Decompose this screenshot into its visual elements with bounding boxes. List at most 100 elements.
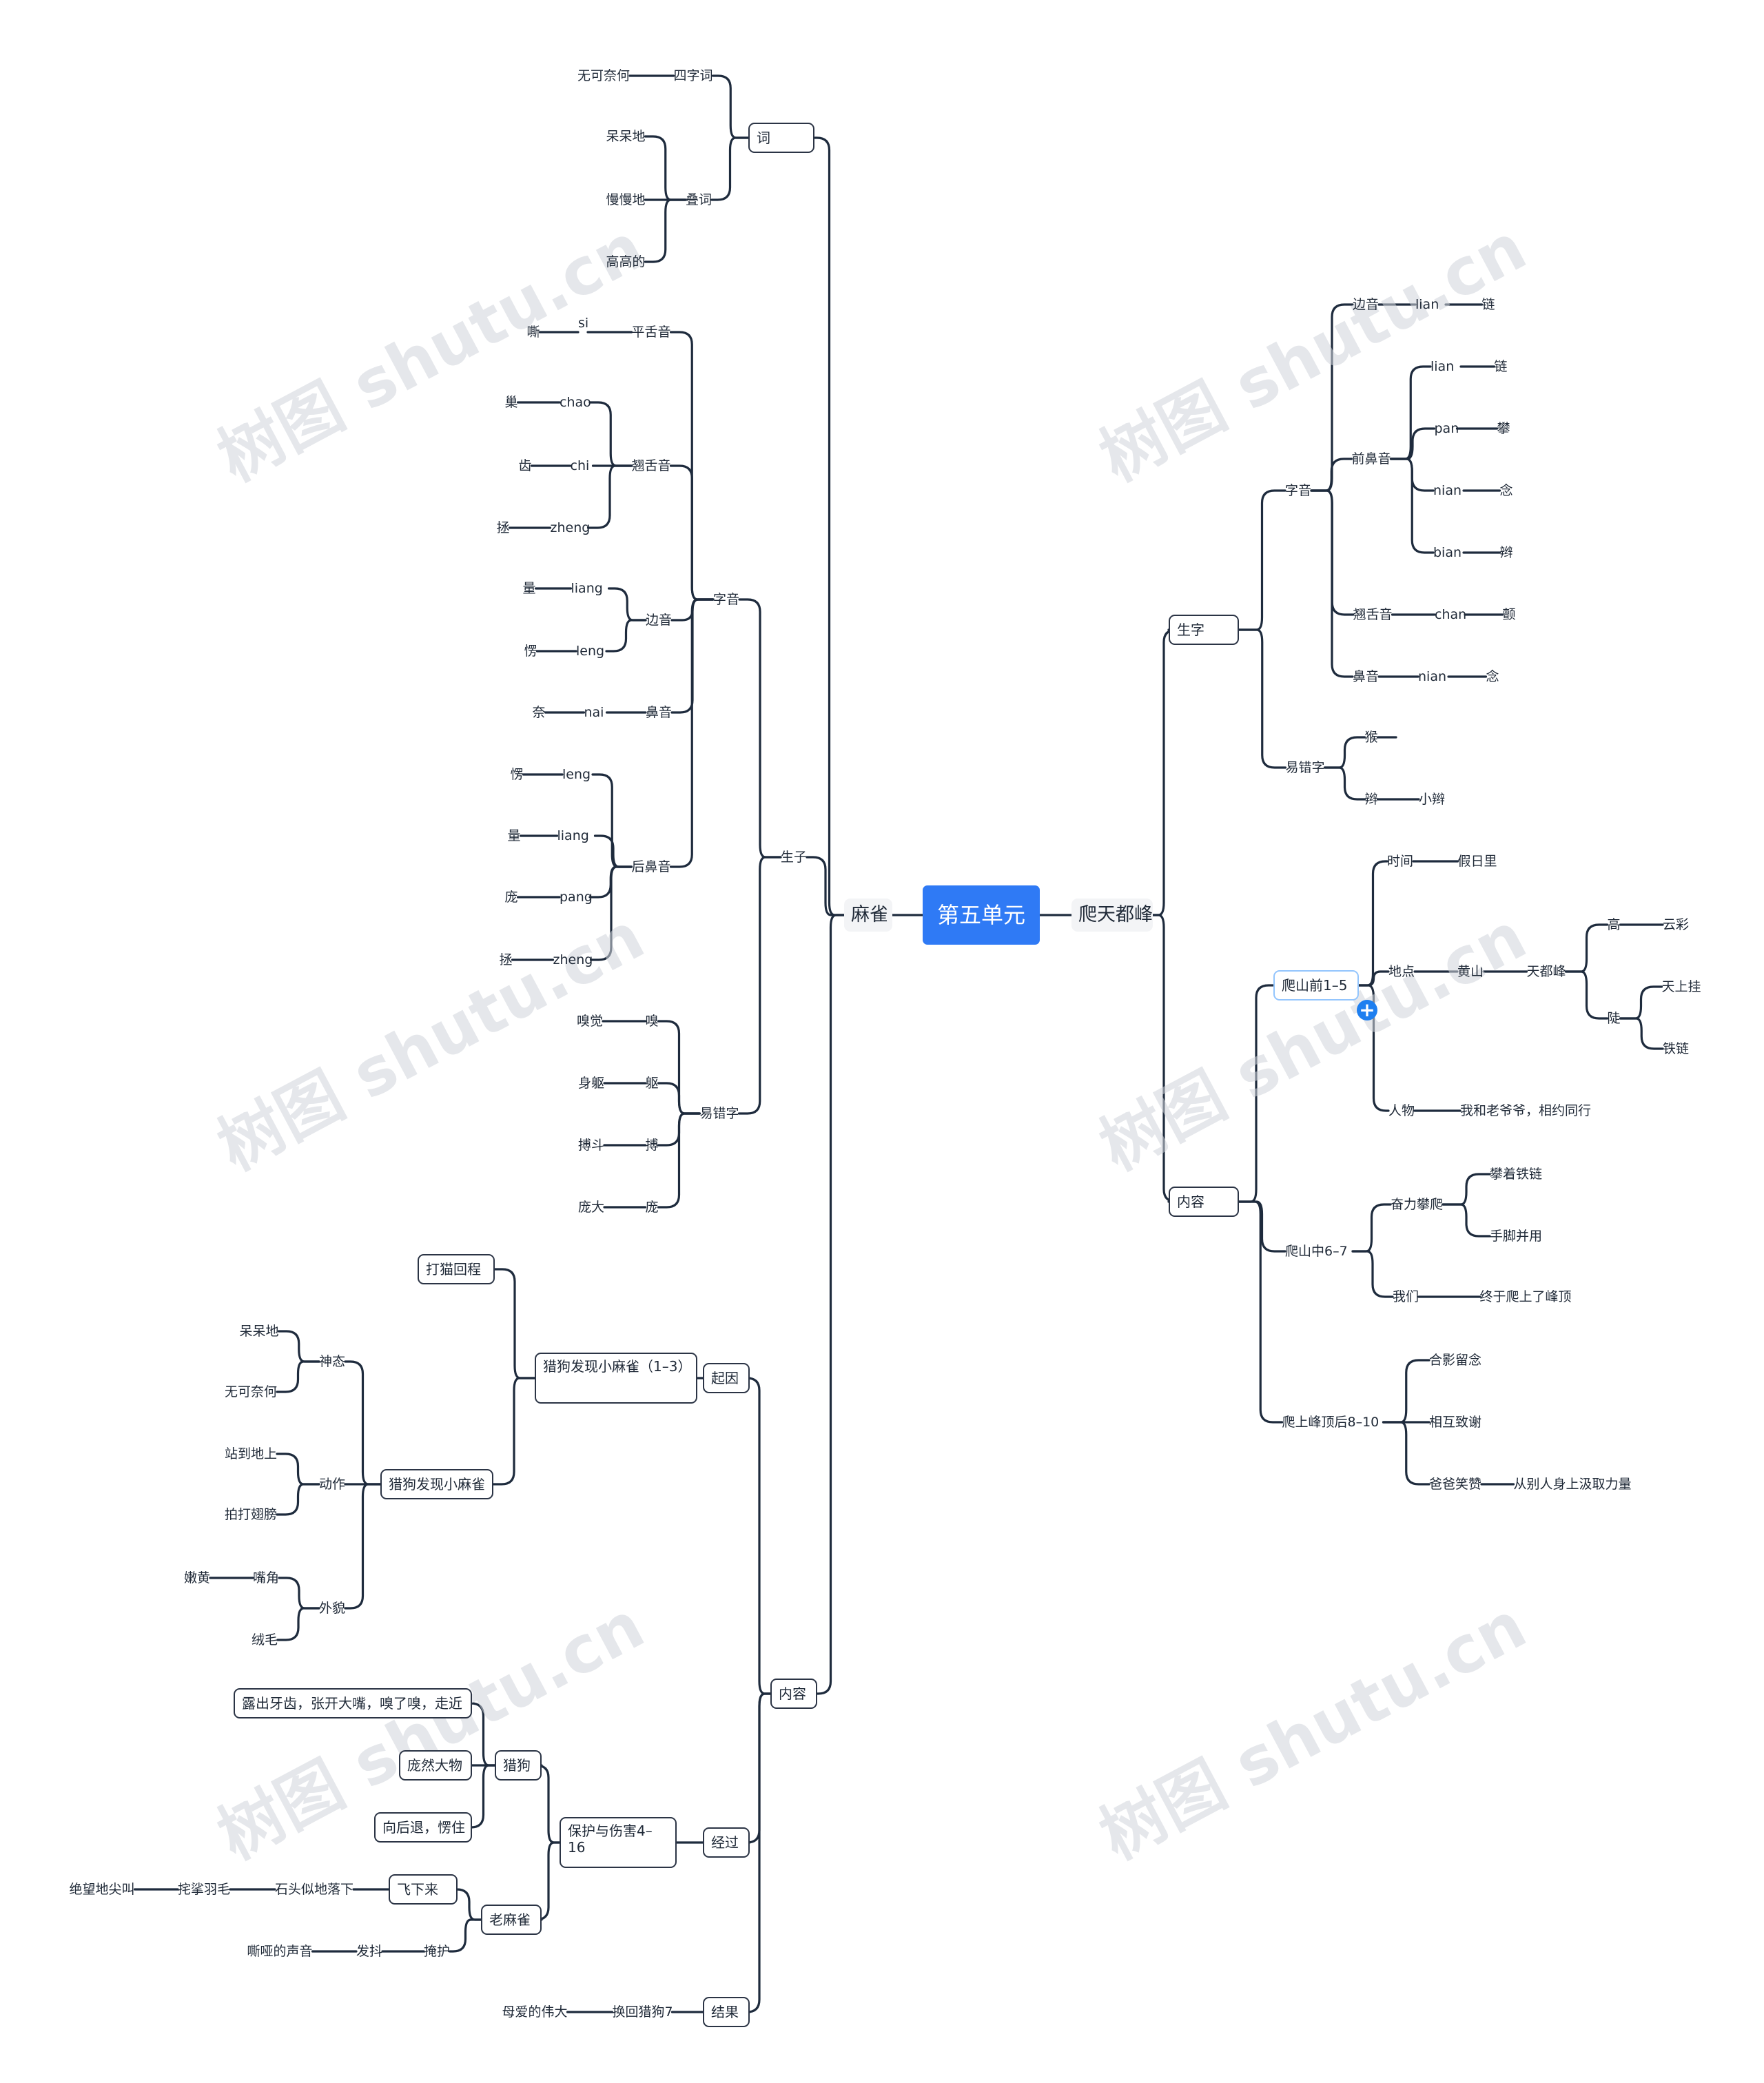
node-0-2[interactable]: 内容 (770, 1679, 817, 1709)
node-0-1-0-0[interactable]: 平舌音 (631, 325, 671, 340)
node-0-0[interactable]: 词 (748, 123, 814, 153)
node-0-2-0-0-1-0-0[interactable]: 呆呆地 (239, 1324, 279, 1339)
node-0-0-0[interactable]: 四字词 (673, 68, 713, 83)
node-1-1-0-2-0[interactable]: 我和老爷爷，相约同行 (1460, 1103, 1592, 1118)
node-0-2-0-0-1-1-1[interactable]: 拍打翅膀 (225, 1507, 278, 1522)
node-1-1-1-1-0[interactable]: 终于爬上了峰顶 (1479, 1289, 1572, 1304)
node-1-1[interactable]: 内容 (1169, 1187, 1239, 1217)
node-0-1-0-3-0[interactable]: nai (584, 705, 604, 720)
node-0-2-0-0-0[interactable]: 打猫回程 (418, 1254, 495, 1284)
node-1-0-0-3-0-0[interactable]: 念 (1486, 669, 1499, 684)
node-0-2-0-0[interactable]: 猎狗发现小麻雀（1–3） (535, 1353, 697, 1404)
node-1[interactable]: 爬天都峰 (1071, 899, 1153, 932)
node-0-1-0-0-0[interactable]: si (578, 316, 589, 331)
node-0-2-0-0-1-0[interactable]: 神态 (319, 1354, 346, 1369)
node-0-1-0-1-1[interactable]: chi (570, 458, 590, 473)
node-0-1-0-4-2-0[interactable]: 庞 (504, 890, 518, 905)
node-0-1-0-4-3[interactable]: zheng (553, 952, 593, 967)
node-0-1-1[interactable]: 易错字 (699, 1106, 739, 1121)
node-1-0-1-1-0[interactable]: 小辫 (1419, 792, 1446, 807)
node-0-2-1-0-1-0[interactable]: 飞下来 (389, 1874, 458, 1905)
node-0-1-1-1[interactable]: 躯 (645, 1076, 659, 1091)
node-0-2-1-0-0[interactable]: 猎狗 (495, 1750, 542, 1781)
node-1-1-0-1-0-0-1-1[interactable]: 铁链 (1663, 1041, 1690, 1056)
node-1-0-0-0-0-0[interactable]: 链 (1481, 297, 1495, 312)
node-1-1-0-0-0[interactable]: 假日里 (1457, 854, 1497, 869)
node-1-0-0-2[interactable]: 翘舌音 (1353, 607, 1393, 622)
node-1-1-0-0[interactable]: 时间 (1387, 854, 1414, 869)
node-0-1-0[interactable]: 字音 (713, 592, 740, 607)
node-1-1-1-0-1[interactable]: 手脚并用 (1490, 1229, 1543, 1244)
node-0-2-2-0-0[interactable]: 母爱的伟大 (502, 2004, 568, 2020)
node-1-0-0-1-1[interactable]: pan (1434, 421, 1459, 436)
node-0-2-1[interactable]: 经过 (703, 1827, 750, 1858)
node-0-1-0-1-2[interactable]: zheng (550, 520, 591, 535)
node-0-1-0-1-2-0[interactable]: 拯 (496, 520, 510, 535)
node-1-1-2-0[interactable]: 合影留念 (1429, 1353, 1482, 1368)
node-0-1-0-3-0-0[interactable]: 奈 (532, 705, 546, 720)
node-0-1-0-1-1-0[interactable]: 齿 (518, 458, 532, 473)
node-1-1-0-1-0-0-0[interactable]: 高 (1607, 917, 1621, 932)
node-0-2-1-0-1[interactable]: 老麻雀 (481, 1905, 542, 1935)
node-0-2-0-0-1-0-1[interactable]: 无可奈何 (225, 1384, 278, 1399)
node-0-1-1-3-0[interactable]: 庞大 (578, 1200, 605, 1215)
node-0-1-0-1-0[interactable]: chao (560, 395, 591, 410)
node-0-2-1-0-0-2[interactable]: 向后退，愣住 (374, 1812, 472, 1843)
node-0-2-1-0-1-0-0[interactable]: 石头似地落下 (275, 1882, 354, 1897)
node-0-1-0-4-1[interactable]: liang (557, 828, 589, 843)
node-0-1-0-0-0-0[interactable]: 嘶 (526, 325, 540, 340)
node-1-0-1[interactable]: 易错字 (1285, 760, 1325, 775)
node-0-2-0-0-1-2-0-0[interactable]: 嫩黄 (184, 1570, 211, 1586)
node-0-2-2[interactable]: 结果 (703, 1997, 750, 2027)
node-0-2-2-0[interactable]: 换回猎狗7 (612, 2004, 673, 2020)
node-0-1-0-4-1-0[interactable]: 量 (507, 828, 521, 843)
node-1-0-0-3[interactable]: 鼻音 (1353, 669, 1380, 684)
node-1-0-0-1-3-0[interactable]: 辫 (1499, 545, 1513, 560)
node-0-1-1-2-0[interactable]: 搏斗 (578, 1138, 605, 1153)
node-0-1-0-1[interactable]: 翘舌音 (631, 458, 671, 473)
node-1-1-0-1-0[interactable]: 黄山 (1457, 964, 1484, 979)
node-0-2-1-0-1-0-0-0-0[interactable]: 绝望地尖叫 (69, 1882, 135, 1897)
node-0-1-0-4[interactable]: 后鼻音 (631, 859, 671, 874)
add-node-plus-icon[interactable]: + (1357, 1000, 1377, 1020)
node-0-1-0-2-1[interactable]: leng (576, 644, 605, 659)
node-1-0-0-1[interactable]: 前鼻音 (1351, 451, 1391, 466)
node-1-0-0-1-2-0[interactable]: 念 (1499, 483, 1513, 498)
node-1-1-1-0-0[interactable]: 攀着铁链 (1490, 1167, 1543, 1182)
node-0-2-1-0-1-1-0-0[interactable]: 嘶哑的声音 (247, 1944, 313, 1959)
node-1-1-2[interactable]: 爬上峰顶后8–10 (1282, 1415, 1380, 1430)
node-1-1-0-1-0-0-1[interactable]: 陡 (1607, 1011, 1621, 1026)
node-1-0-0-1-0[interactable]: lian (1430, 359, 1455, 374)
node-0-2-0-0-1-2-1[interactable]: 绒毛 (252, 1632, 278, 1648)
node-0-1-0-4-0-0[interactable]: 愣 (510, 767, 524, 782)
node-0-1-0-4-2[interactable]: pang (560, 890, 593, 905)
node-0-1-0-4-3-0[interactable]: 拯 (499, 952, 513, 967)
node-0-2-0-0-1[interactable]: 猎狗发现小麻雀 (380, 1469, 493, 1499)
node-0-1[interactable]: 生子 (781, 850, 808, 865)
node-0-2-1-0-1-0-0-0[interactable]: 挓挲羽毛 (178, 1882, 231, 1897)
node-1-0-0-2-0-0[interactable]: 颤 (1502, 607, 1516, 622)
node-1-1-1-0[interactable]: 奋力攀爬 (1391, 1197, 1444, 1212)
node-0-0-1-1[interactable]: 慢慢地 (606, 192, 646, 207)
node-root[interactable]: 第五单元 (923, 885, 1040, 945)
node-0-1-0-2[interactable]: 边音 (646, 613, 673, 628)
node-0-2-0-0-1-1-0[interactable]: 站到地上 (225, 1446, 278, 1461)
node-1-0-0-1-0-0[interactable]: 链 (1494, 359, 1508, 374)
node-1-1-0-1[interactable]: 地点 (1388, 964, 1415, 979)
node-0-1-0-4-0[interactable]: leng (562, 767, 591, 782)
node-0-2-0-0-1-2[interactable]: 外貌 (319, 1601, 346, 1616)
node-0[interactable]: 麻雀 (844, 899, 892, 932)
node-1-0-0-3-0[interactable]: nian (1418, 669, 1447, 684)
node-0-0-0-0[interactable]: 无可奈何 (577, 68, 630, 83)
node-0-2-1-0-1-1[interactable]: 掩护 (424, 1944, 451, 1959)
node-0-1-0-3[interactable]: 鼻音 (646, 705, 673, 720)
node-0-2-0-0-1-2-0[interactable]: 嘴角 (253, 1570, 280, 1586)
node-0-0-1[interactable]: 叠词 (686, 192, 712, 207)
node-0-1-1-1-0[interactable]: 身躯 (578, 1076, 605, 1091)
node-1-0-0-1-1-0[interactable]: 攀 (1497, 421, 1510, 436)
node-1-0-0-0-0[interactable]: lian (1415, 297, 1439, 312)
node-1-1-1[interactable]: 爬山中6–7 (1285, 1244, 1348, 1259)
node-0-2-0-0-1-1[interactable]: 动作 (319, 1477, 346, 1492)
node-0-1-0-2-0-0[interactable]: 量 (522, 581, 536, 596)
node-0-1-1-0-0[interactable]: 嗅觉 (577, 1014, 604, 1029)
